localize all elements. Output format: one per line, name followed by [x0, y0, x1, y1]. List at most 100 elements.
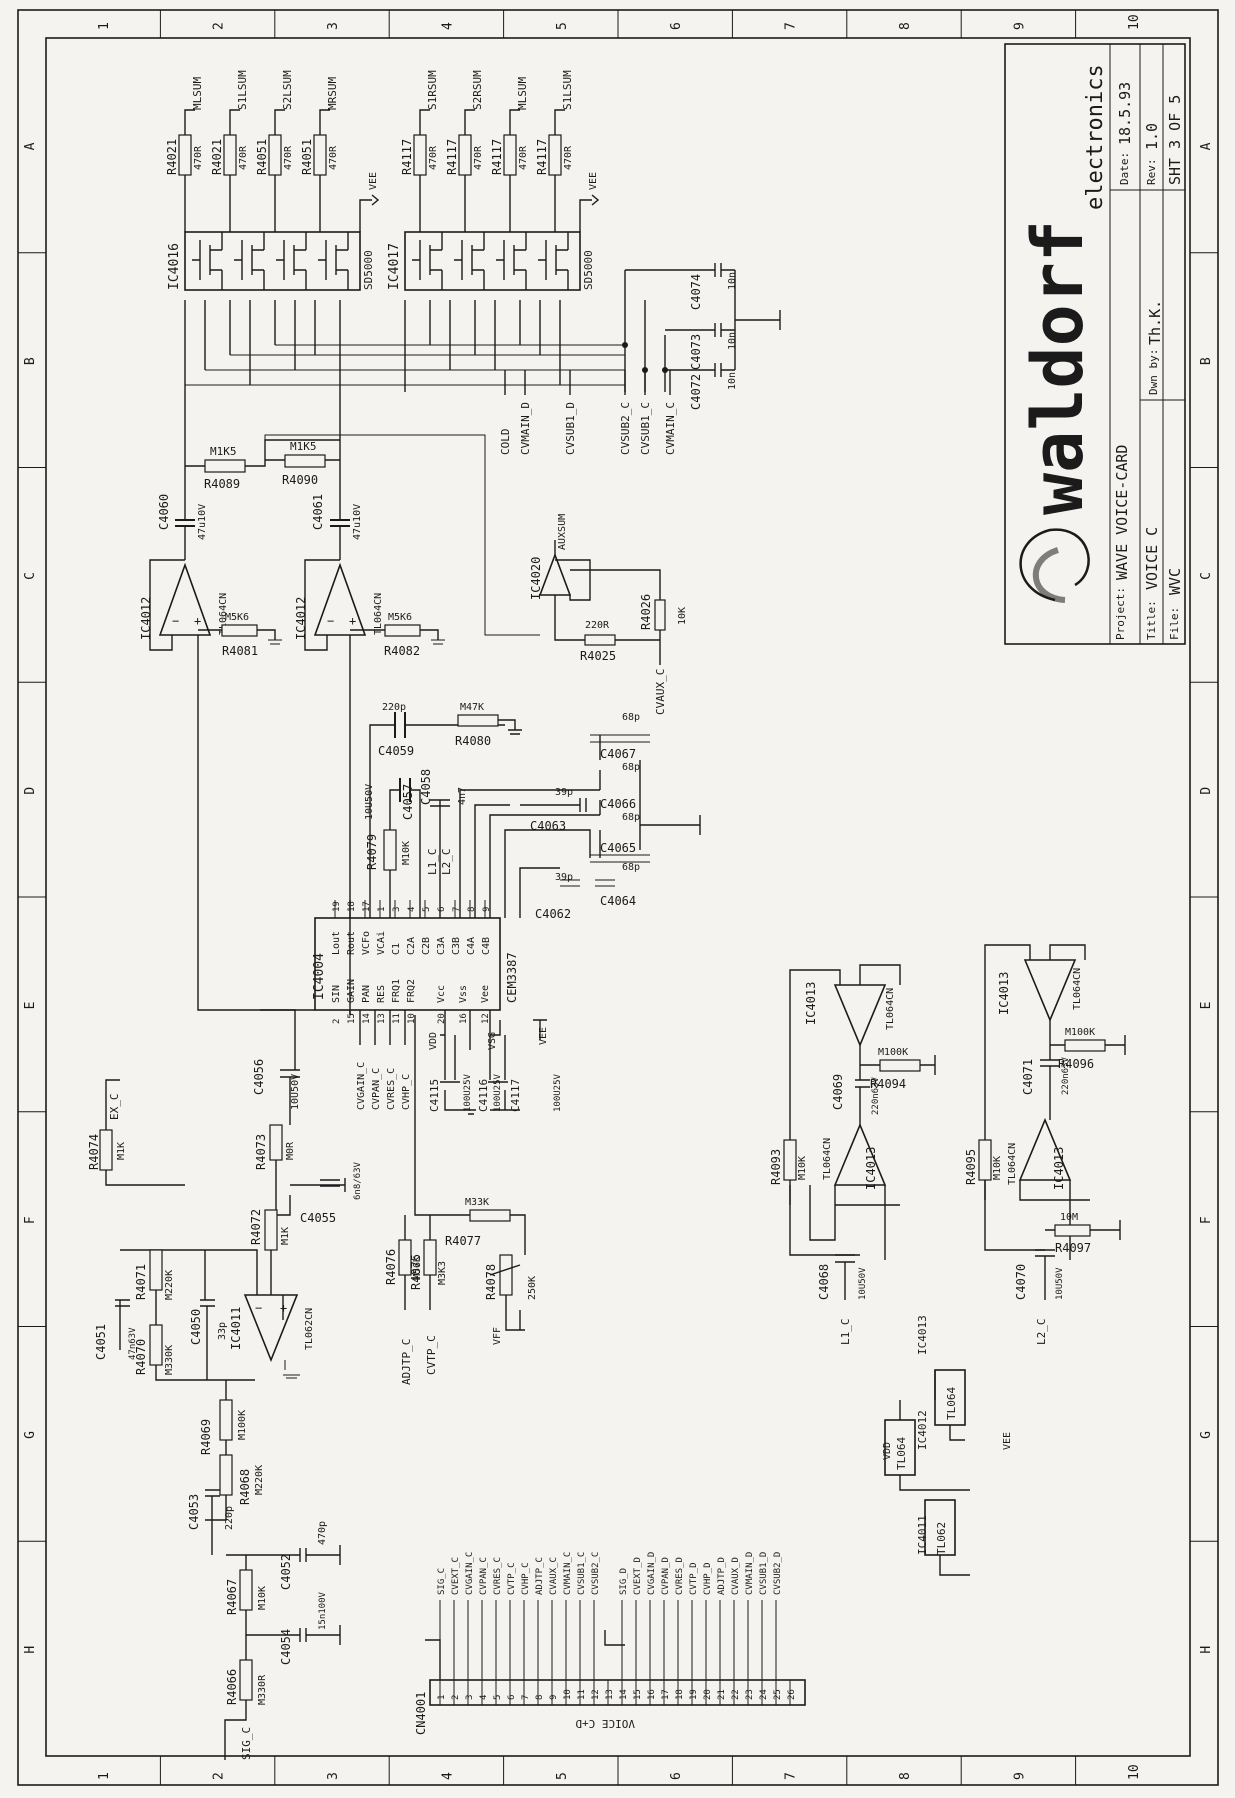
connector-net-24: CVSUB2_D	[773, 1552, 783, 1595]
connector-net-16: CVPAN_D	[661, 1557, 671, 1595]
right-cap-val-2: 10n	[727, 372, 738, 390]
frame-number-bottom-8: 8	[898, 1772, 913, 1780]
c4066-ref: C4066	[600, 797, 636, 811]
frame-letter-right-G: G	[1199, 1431, 1214, 1439]
top-resistor-val-4: 470R	[428, 145, 439, 170]
cem-pin-num-14: 14	[362, 1013, 372, 1024]
legend-vdd: VDD	[882, 1442, 893, 1460]
cem-pin-name-c4a: C4A	[466, 937, 477, 955]
title-block: waldorf electronics Project: WAVE VOICE-…	[1004, 43, 1186, 645]
frame-letter-right-E: E	[1199, 1002, 1214, 1010]
c4063-val: 39p	[555, 787, 573, 798]
adjtp-label: ADJTP_C	[400, 1339, 413, 1385]
c4065-ref: C4065	[600, 841, 636, 855]
cem-pin-num-4: 4	[407, 907, 417, 912]
c4070-val: 10U50V	[1055, 1267, 1065, 1300]
cem-pin-num-7: 7	[452, 907, 462, 912]
connector-net-4: CVRES_C	[493, 1557, 503, 1595]
cv-input-0: CVGAIN_C	[356, 1062, 367, 1110]
cem-pin-num-15: 15	[347, 1013, 357, 1024]
connector-pin-20: 20	[703, 1689, 713, 1700]
ic4011-part: TL062CN	[304, 1308, 315, 1350]
frame-number-top-6: 6	[669, 22, 684, 30]
c4054-ref: C4054	[279, 1629, 293, 1665]
top-resistor-val-7: 470R	[563, 145, 574, 170]
top-vee-0: VEE	[368, 172, 379, 190]
r4082-val: M5K6	[388, 612, 412, 623]
ic4013-c-ref: IC4013	[997, 972, 1011, 1015]
auxsum-label: AUXSUM	[557, 514, 568, 550]
cem-pin-name-c1: C1	[391, 943, 402, 955]
cv-input-2: CVRES_C	[386, 1068, 397, 1110]
frame-letter-right-A: A	[1199, 142, 1214, 150]
c4050-val: 33p	[217, 1322, 228, 1340]
r4073-val: M0R	[285, 1141, 296, 1160]
svg-text:−: −	[327, 614, 334, 628]
top-resistor-net-5: S2RSUM	[471, 70, 484, 110]
top-resistor-5	[458, 134, 472, 176]
trim-network: M33K R4077 R4076 M56K R4075 M3K3 R4078 2…	[384, 1015, 538, 1385]
r4077-val: M33K	[465, 1197, 489, 1208]
cv-inputs-and-supply: CVGAIN_C CVPAN_C CVRES_C CVHP_C VDD VSG …	[356, 1010, 563, 1115]
c4064-ref: C4064	[600, 894, 636, 908]
vsg-label: VSG	[487, 1032, 498, 1050]
c4058-ref: C4058	[419, 769, 433, 805]
r4025-ref: R4025	[580, 649, 616, 663]
connector-net-21: CVAUX_D	[731, 1557, 741, 1595]
c4064-val: 68p	[622, 862, 640, 873]
top-resistor-2	[268, 134, 282, 176]
cvtp-label: CVTP_C	[425, 1335, 438, 1375]
r4080-val: M47K	[460, 702, 484, 713]
ic4004-part: CEM3387	[505, 952, 519, 1003]
top-resistor-net-3: MRSUM	[326, 77, 339, 110]
top-resistor-val-2: 470R	[283, 145, 294, 170]
ic4012-b-part: TL064CN	[373, 593, 384, 635]
c4055-val: 6n8/63V	[353, 1161, 363, 1200]
r4097-ref: R4097	[1055, 1241, 1091, 1255]
r4089-val: M1K5	[210, 445, 237, 458]
r4075-val: M3K3	[437, 1261, 448, 1285]
frame-letter-right-F: F	[1199, 1216, 1214, 1224]
r4090-val: M1K5	[290, 440, 317, 453]
connector-cn4001: 1SIG_C2CVEXT_C3CVGAIN_C4CVPAN_C5CVRES_C6…	[414, 1552, 806, 1735]
legend-vee: VEE	[1002, 1432, 1013, 1450]
connector-net-18: CVTP_D	[689, 1562, 699, 1595]
legend-ref-0: IC4011	[916, 1515, 929, 1555]
ic4013-a-part: TL064CN	[885, 988, 896, 1030]
cem-pin-name-frq1: FRQ1	[391, 979, 402, 1003]
project-value: WAVE VOICE-CARD	[1113, 445, 1131, 580]
ic4013-b-part: TL064CN	[822, 1138, 833, 1180]
cem-pin-name-sin: SIN	[331, 985, 342, 1003]
frame-number-bottom-2: 2	[212, 1772, 227, 1780]
c4062-val: 39p	[555, 872, 573, 883]
c4060-val: 47u10V	[197, 504, 208, 540]
connector-net-20: ADJTP_D	[717, 1557, 727, 1595]
c4066-val: 68p	[622, 762, 640, 773]
r4072-val: M1K	[280, 1227, 291, 1245]
r4078-val: 250K	[527, 1276, 538, 1300]
top-resistor-0	[178, 134, 192, 176]
connector-pin-9: 9	[549, 1695, 559, 1700]
ic4012-a-ref: IC4012	[139, 597, 153, 640]
c4069-val: 220n63V	[871, 1076, 881, 1115]
r4078-ref: R4078	[484, 1264, 498, 1300]
cem-supply-num-12: 12	[481, 1013, 491, 1024]
cem-supply-num-16: 16	[459, 1013, 469, 1024]
connector-pin-7: 7	[521, 1695, 531, 1700]
connector-pin-16: 16	[647, 1689, 657, 1700]
connector-net-22: CVMAIN_D	[745, 1552, 755, 1595]
frame-letter-right-C: C	[1199, 572, 1214, 580]
title-label: Title:	[1145, 600, 1158, 640]
connector-net-5: CVTP_C	[507, 1562, 517, 1595]
ic4016-ref: IC4016	[167, 243, 182, 290]
cem-pin-name-c2b: C2B	[421, 937, 432, 955]
exc-label: EX_C	[108, 1094, 121, 1121]
frame-number-bottom-5: 5	[555, 1772, 570, 1780]
cem-pin-name-c3b: C3B	[451, 937, 462, 955]
svg-text:+: +	[349, 614, 356, 628]
ic4016-part: SD5000	[362, 250, 375, 290]
c4061-ref: C4061	[311, 494, 325, 530]
c4071-val: 220n63V	[1061, 1056, 1071, 1095]
connector-pin-8: 8	[535, 1695, 545, 1700]
